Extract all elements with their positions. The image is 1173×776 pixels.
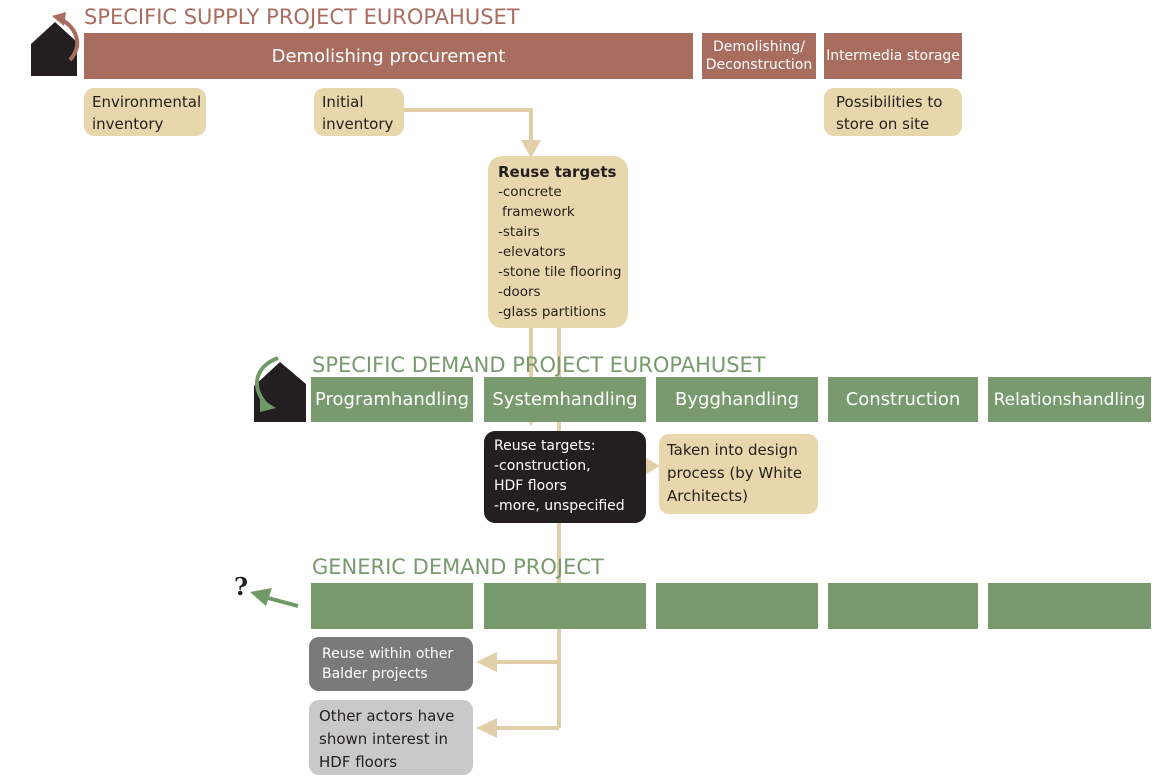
dark-box-line: HDF floors — [494, 478, 567, 494]
supply-title: SPECIFIC SUPPLY PROJECT EUROPAHUSET — [84, 5, 520, 29]
note-initial-inventory: Initial inventory — [314, 88, 404, 136]
note-storage-possibilities: Possibilities to store on site — [824, 88, 962, 136]
dark-box-line: Reuse targets: — [494, 438, 596, 454]
phase-label: Demolishing procurement — [271, 45, 506, 67]
phase-label: Bygghandling — [675, 389, 799, 410]
demand-house-icon — [254, 356, 306, 422]
note-line: inventory — [322, 115, 394, 133]
design-process-box: Taken into design process (by White Arch… — [659, 434, 818, 514]
note-line: Initial — [322, 93, 364, 111]
reuse-target-item: -stairs — [498, 224, 540, 240]
design-box-line: Taken into design — [667, 441, 798, 459]
phase-label: Construction — [845, 389, 961, 410]
reuse-target-item: -glass partitions — [498, 304, 607, 320]
generic-phase-5 — [988, 583, 1151, 629]
dark-box-line: -more, unspecified — [494, 498, 625, 514]
phase-label: Systemhandling — [492, 389, 638, 410]
grey-box-line: Reuse within other — [322, 646, 454, 662]
balder-projects-box: Reuse within other Balder projects — [309, 637, 473, 691]
design-box-line: Architects) — [667, 487, 748, 505]
generic-phase-4 — [828, 583, 978, 629]
arrowhead-to-actors — [476, 718, 497, 738]
generic-phase-2 — [484, 583, 646, 629]
note-line: store on site — [836, 115, 930, 133]
phase-label: Intermedia storage — [826, 48, 960, 64]
phase-intermedia-storage: Intermedia storage — [824, 33, 962, 79]
reuse-targets-heading: Reuse targets — [498, 163, 617, 181]
supply-house-icon — [31, 12, 80, 76]
phase-demolishing-deconstruction: Demolishing/ Deconstruction — [702, 33, 816, 79]
generic-phase-1 — [311, 583, 473, 629]
reuse-target-item: framework — [502, 204, 575, 220]
phase-label: Demolishing/ Deconstruction — [705, 39, 813, 73]
phase-label: Programhandling — [314, 389, 470, 410]
design-box-line: process (by White — [667, 464, 803, 482]
phase-construction: Construction — [828, 377, 978, 422]
note-line: Possibilities to — [836, 93, 943, 111]
arrowhead-to-targets — [521, 140, 541, 158]
reuse-target-item: -elevators — [498, 244, 566, 260]
grey-box-line: Balder projects — [322, 666, 428, 682]
reuse-target-item: -stone tile flooring — [498, 264, 622, 280]
demand-title: SPECIFIC DEMAND PROJECT EUROPAHUSET — [312, 353, 766, 377]
phase-demolishing-procurement: Demolishing procurement — [84, 33, 693, 79]
reuse-target-item: -doors — [498, 284, 541, 300]
phase-relationshandling: Relationshandling — [988, 377, 1151, 422]
reuse-target-item: -concrete — [498, 184, 562, 200]
arrowhead-to-balder — [476, 652, 497, 672]
note-environmental-inventory: Environmental inventory — [84, 88, 206, 136]
other-actors-box: Other actors have shown interest in HDF … — [309, 700, 473, 775]
light-box-line: HDF floors — [319, 753, 398, 771]
dark-box-line: -construction, — [494, 458, 591, 474]
connector-initial-to-targets — [404, 108, 533, 146]
question-mark: ? — [234, 572, 249, 601]
phase-label: Relationshandling — [993, 389, 1146, 410]
note-line: Environmental — [92, 93, 202, 111]
generic-title: GENERIC DEMAND PROJECT — [312, 555, 604, 579]
reuse-targets-box: Reuse targets -concrete framework -stair… — [488, 156, 628, 328]
note-line: inventory — [92, 115, 164, 133]
phase-bygghandling: Bygghandling — [656, 377, 818, 422]
light-box-line: Other actors have — [319, 707, 455, 725]
light-box-line: shown interest in — [319, 730, 449, 748]
arrowhead-to-question — [250, 588, 272, 606]
phase-programhandling: Programhandling — [311, 377, 473, 422]
phase-systemhandling: Systemhandling — [484, 377, 646, 422]
demand-reuse-targets-box: Reuse targets: -construction, HDF floors… — [484, 431, 646, 523]
generic-phase-3 — [656, 583, 818, 629]
